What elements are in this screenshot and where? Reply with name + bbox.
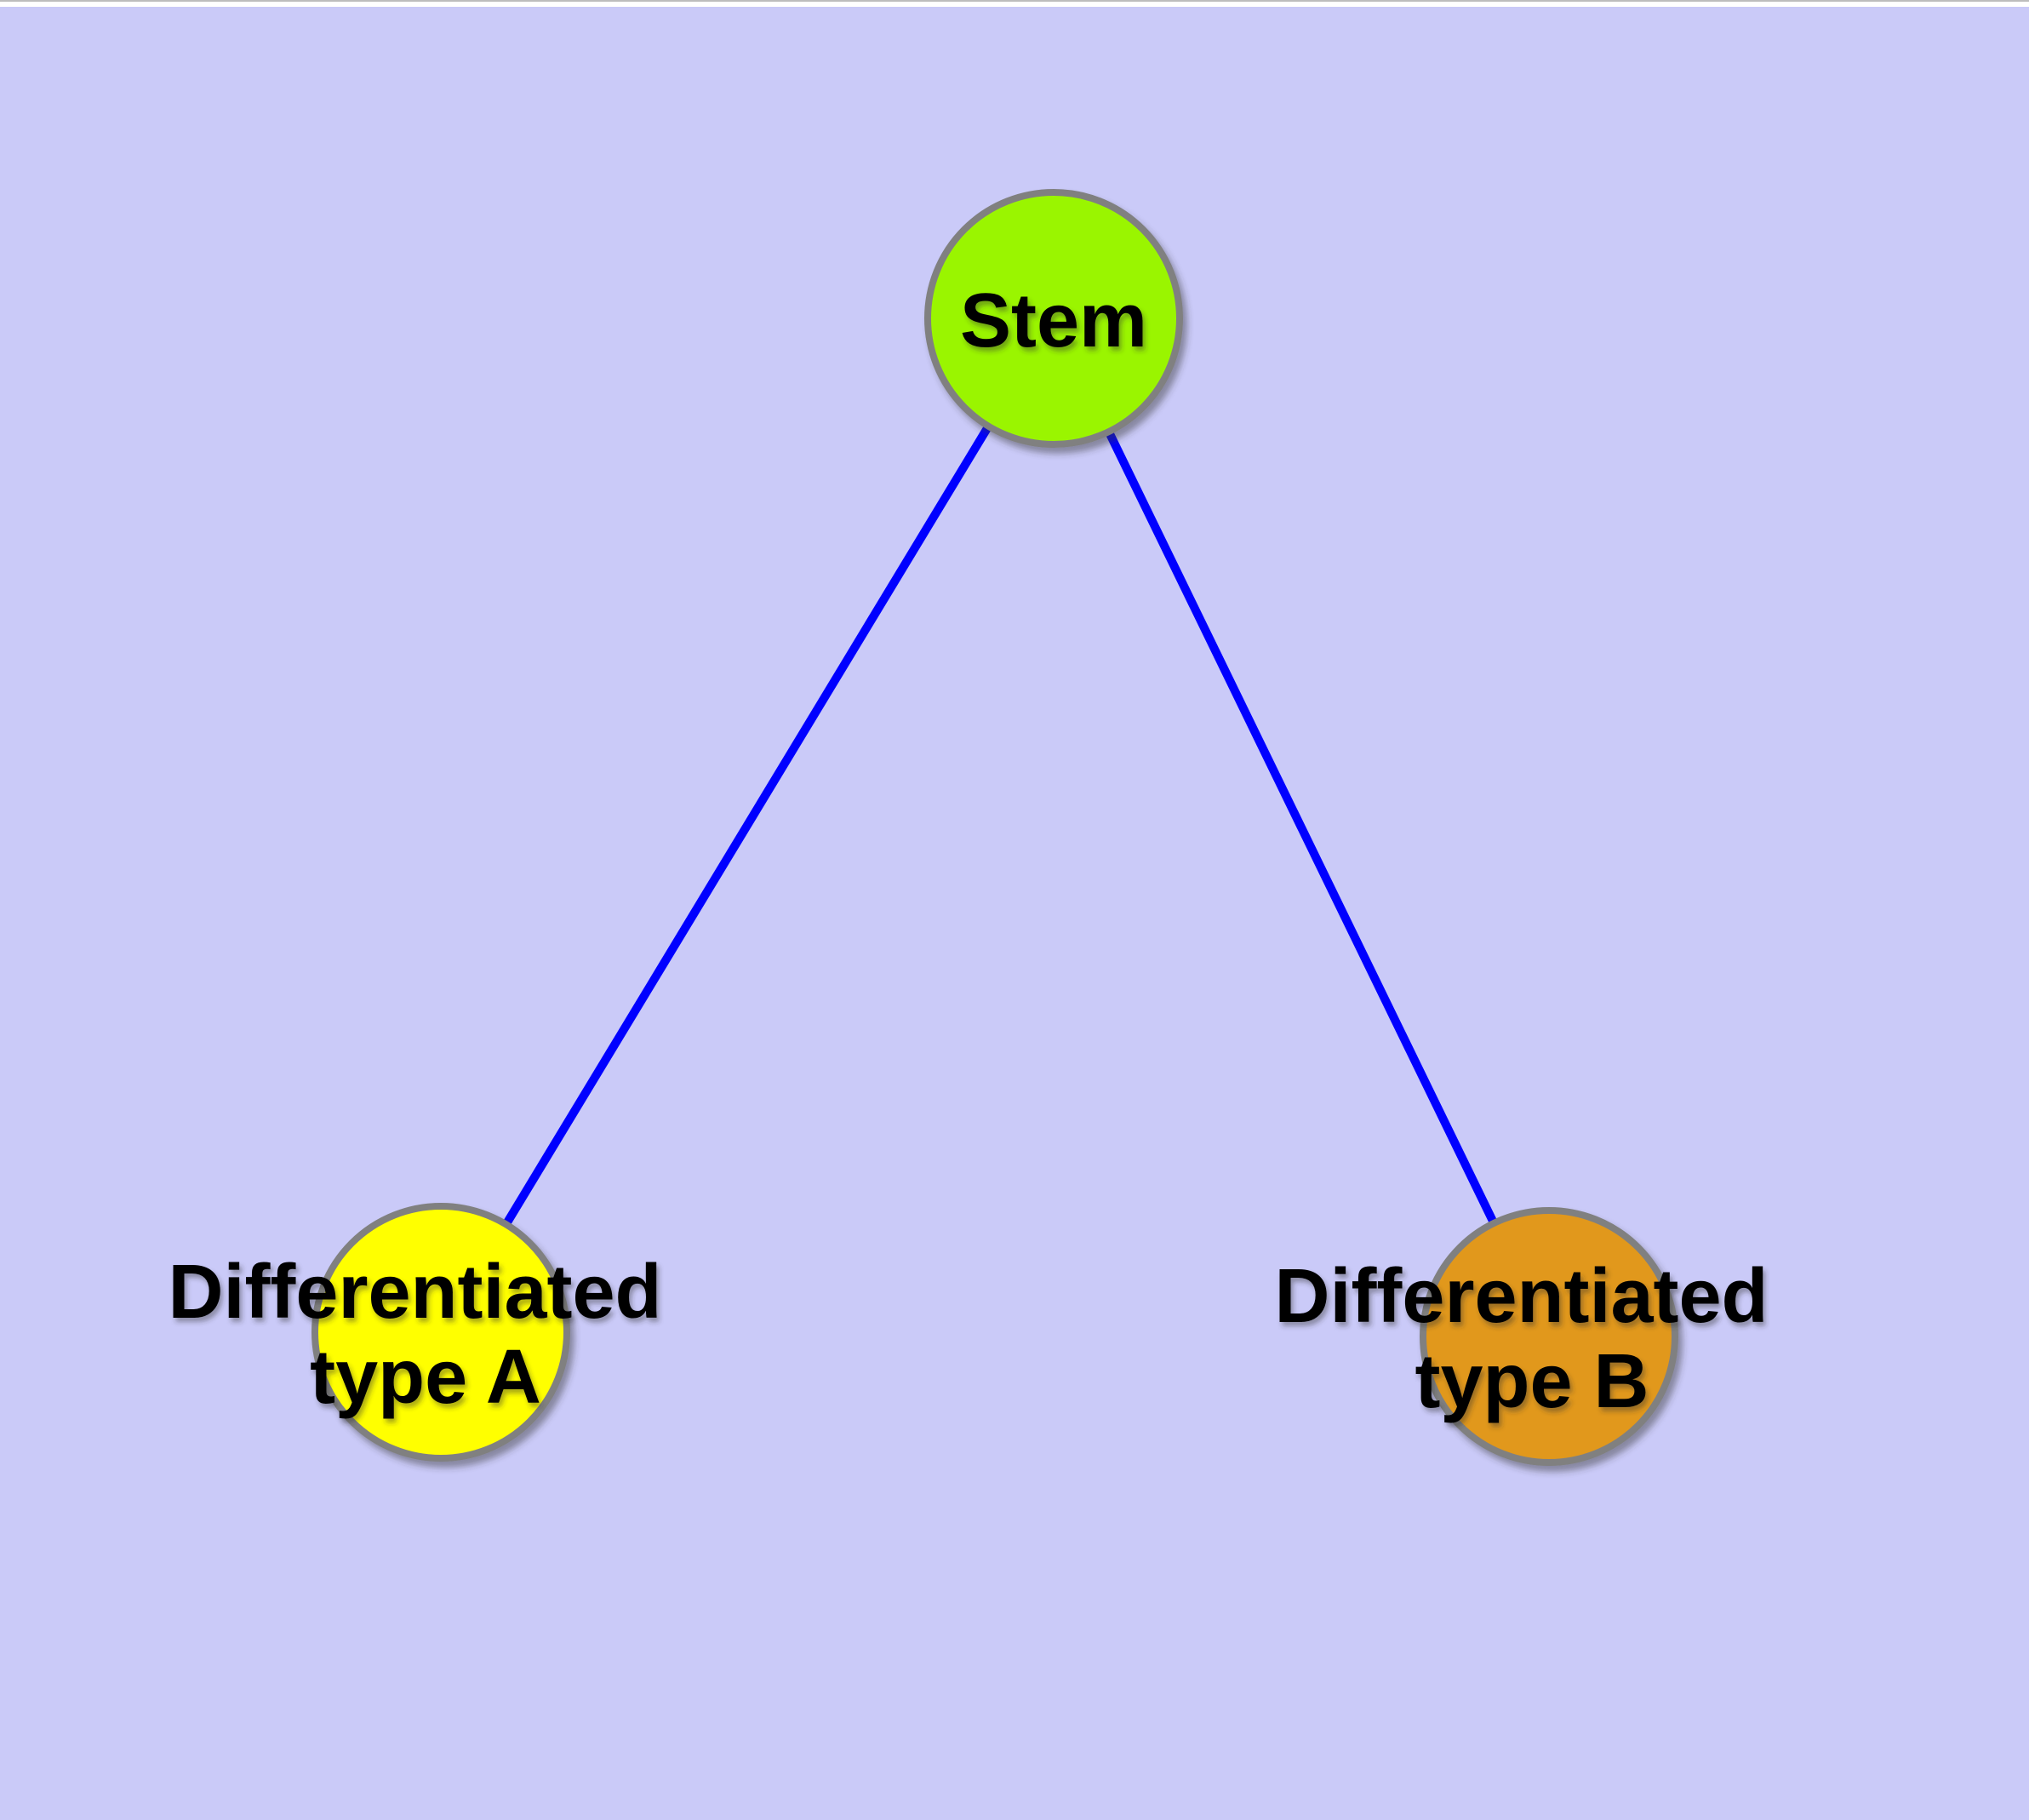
node-differentiated-type-a-label-line2: type A xyxy=(310,1335,541,1420)
node-differentiated-type-b-label: Differentiated type B xyxy=(1274,1254,1789,1424)
node-differentiated-type-a-label: Differentiated type A xyxy=(168,1250,683,1420)
node-stem[interactable] xyxy=(924,189,1183,448)
edge-stem-to-differentiated-type-a[interactable] xyxy=(437,316,1058,1335)
node-differentiated-type-b-label-line1: Differentiated xyxy=(1274,1254,1768,1339)
node-stem-label: Stem xyxy=(960,278,1147,363)
node-differentiated-type-a-label-line1: Differentiated xyxy=(168,1250,661,1335)
node-differentiated-type-b-label-line2: type B xyxy=(1415,1339,1649,1424)
edge-stem-to-differentiated-type-b[interactable] xyxy=(1049,316,1553,1339)
node-differentiated-type-b[interactable] xyxy=(1420,1207,1678,1466)
node-differentiated-type-a[interactable] xyxy=(311,1203,570,1462)
top-border-line xyxy=(0,0,2029,2)
top-white-strip xyxy=(0,2,2029,7)
node-stem-label-line1: Stem xyxy=(960,278,1147,363)
